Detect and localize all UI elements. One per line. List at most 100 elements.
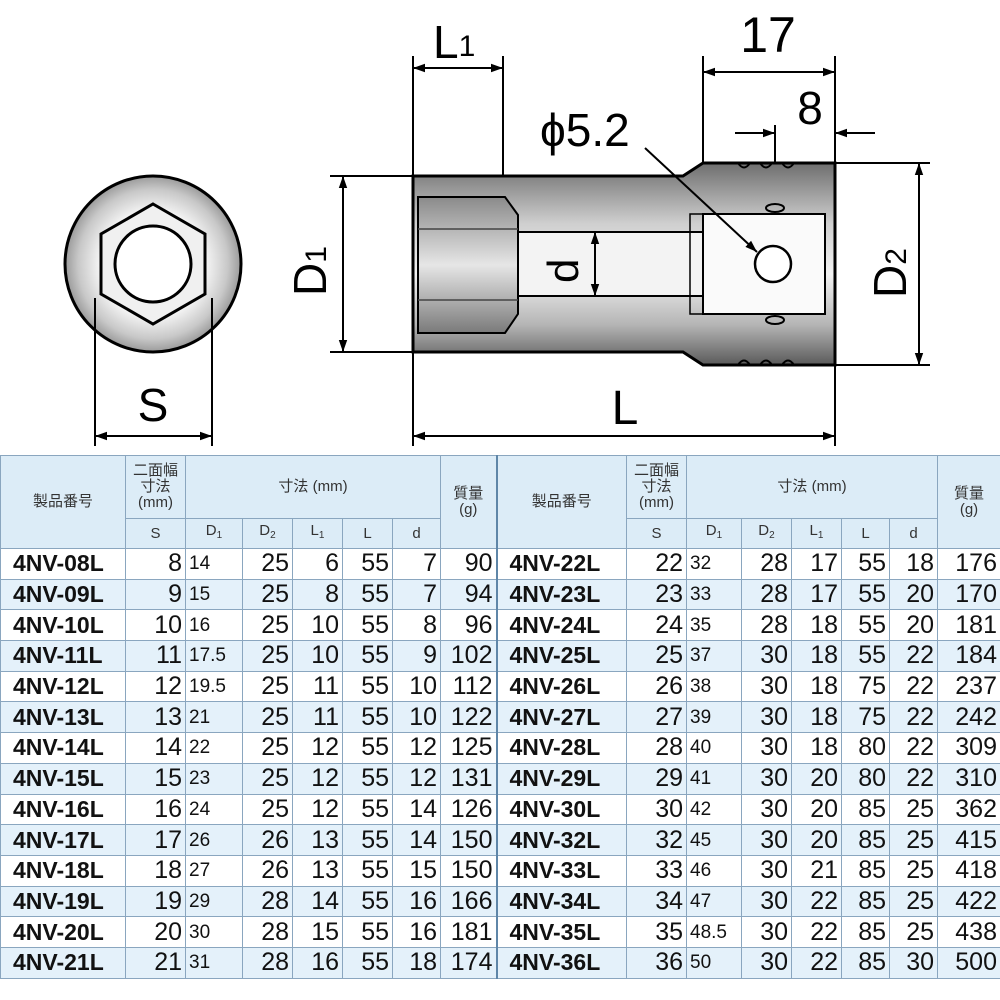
cell-d2: 25 xyxy=(242,548,293,580)
cell-l1: 15 xyxy=(292,916,343,948)
cell-d1: 45 xyxy=(686,824,742,856)
cell-d2: 30 xyxy=(741,762,792,795)
cell-l1: 20 xyxy=(791,793,842,826)
cell-l1: 10 xyxy=(292,609,343,642)
cell-part-number: 4NV-30L xyxy=(495,793,627,826)
cell-mass: 96 xyxy=(440,609,497,642)
cell-l: 80 xyxy=(841,762,890,795)
cell-d1: 21 xyxy=(185,701,243,734)
cell-l: 55 xyxy=(342,824,393,856)
cell-d: 15 xyxy=(392,854,441,887)
cell-part-number: 4NV-22L xyxy=(495,548,627,580)
cell-mass: 242 xyxy=(937,701,1000,734)
cell-width-across-flats: 26 xyxy=(626,670,687,703)
cell-l: 55 xyxy=(342,701,393,734)
cell-l1: 18 xyxy=(791,609,842,642)
dimension-17-label: 17 xyxy=(740,7,796,63)
cell-l1: 10 xyxy=(292,640,343,672)
cell-mass: 94 xyxy=(440,578,497,611)
cell-d: 30 xyxy=(889,946,938,979)
cell-l1: 8 xyxy=(292,578,343,611)
cell-d2: 28 xyxy=(242,916,293,948)
dimension-d-label: d xyxy=(539,259,588,283)
cell-d1: 31 xyxy=(185,946,243,979)
cell-width-across-flats: 21 xyxy=(125,946,186,979)
dimension-s-label: S xyxy=(138,379,169,431)
cell-d: 8 xyxy=(392,609,441,642)
cell-d2: 30 xyxy=(741,824,792,856)
header-d2: D2 xyxy=(242,518,293,549)
cell-d2: 30 xyxy=(741,916,792,948)
cell-d: 25 xyxy=(889,916,938,948)
cell-l1: 12 xyxy=(292,793,343,826)
cell-d2: 25 xyxy=(242,793,293,826)
cell-d2: 25 xyxy=(242,578,293,611)
cell-l: 55 xyxy=(841,578,890,611)
cell-l: 55 xyxy=(342,762,393,795)
cell-d2: 28 xyxy=(741,578,792,611)
cell-part-number: 4NV-15L xyxy=(0,762,126,795)
cell-d: 16 xyxy=(392,916,441,948)
cell-d2: 30 xyxy=(741,885,792,918)
cell-d1: 14 xyxy=(185,548,243,580)
pin-hole xyxy=(753,244,793,284)
cell-d: 22 xyxy=(889,640,938,672)
cell-d: 20 xyxy=(889,609,938,642)
cell-d1: 22 xyxy=(185,732,243,764)
cell-l: 55 xyxy=(342,854,393,887)
cell-l1: 18 xyxy=(791,701,842,734)
cell-d: 10 xyxy=(392,701,441,734)
cell-d1: 40 xyxy=(686,732,742,764)
cell-l1: 18 xyxy=(791,670,842,703)
dimension-8-label: 8 xyxy=(797,82,823,134)
cell-d1: 39 xyxy=(686,701,742,734)
cell-mass: 112 xyxy=(440,670,497,703)
cell-l1: 12 xyxy=(292,732,343,764)
cell-d2: 26 xyxy=(242,854,293,887)
cell-d1: 26 xyxy=(185,824,243,856)
cell-width-across-flats: 30 xyxy=(626,793,687,826)
cell-width-across-flats: 10 xyxy=(125,609,186,642)
cell-width-across-flats: 22 xyxy=(626,548,687,580)
cell-l: 55 xyxy=(841,548,890,580)
cell-l: 55 xyxy=(342,578,393,611)
cell-l: 55 xyxy=(342,885,393,918)
cell-d: 22 xyxy=(889,762,938,795)
cell-d: 25 xyxy=(889,824,938,856)
cell-d2: 25 xyxy=(242,732,293,764)
cell-l: 55 xyxy=(342,916,393,948)
header-mass: 質量(g) xyxy=(440,455,497,549)
cell-mass: 126 xyxy=(440,793,497,826)
cell-d2: 28 xyxy=(242,885,293,918)
cell-mass: 418 xyxy=(937,854,1000,887)
header-l: L xyxy=(841,518,890,549)
header-part-number: 製品番号 xyxy=(495,455,627,549)
header-d1: D1 xyxy=(686,518,742,549)
cell-d1: 46 xyxy=(686,854,742,887)
cell-d2: 30 xyxy=(741,946,792,979)
cell-part-number: 4NV-32L xyxy=(495,824,627,856)
cell-width-across-flats: 8 xyxy=(125,548,186,580)
pin-hole-diameter-label: ϕ5.2 xyxy=(540,104,630,156)
cell-l: 80 xyxy=(841,732,890,764)
table-header-row: 製品番号 二面幅寸法(mm) 寸法 (mm) 質量(g) 製品番号 二面幅寸法(… xyxy=(0,455,1000,549)
cell-l: 55 xyxy=(342,946,393,979)
cell-d1: 50 xyxy=(686,946,742,979)
cell-part-number: 4NV-29L xyxy=(495,762,627,795)
cell-mass: 362 xyxy=(937,793,1000,826)
cell-mass: 422 xyxy=(937,885,1000,918)
cell-l: 55 xyxy=(342,793,393,826)
cell-l: 75 xyxy=(841,701,890,734)
cell-l1: 14 xyxy=(292,885,343,918)
cell-d: 12 xyxy=(392,732,441,764)
cell-l: 55 xyxy=(841,640,890,672)
cell-width-across-flats: 36 xyxy=(626,946,687,979)
cell-width-across-flats: 13 xyxy=(125,701,186,734)
cell-d1: 19.5 xyxy=(185,670,243,703)
cell-mass: 181 xyxy=(440,916,497,948)
